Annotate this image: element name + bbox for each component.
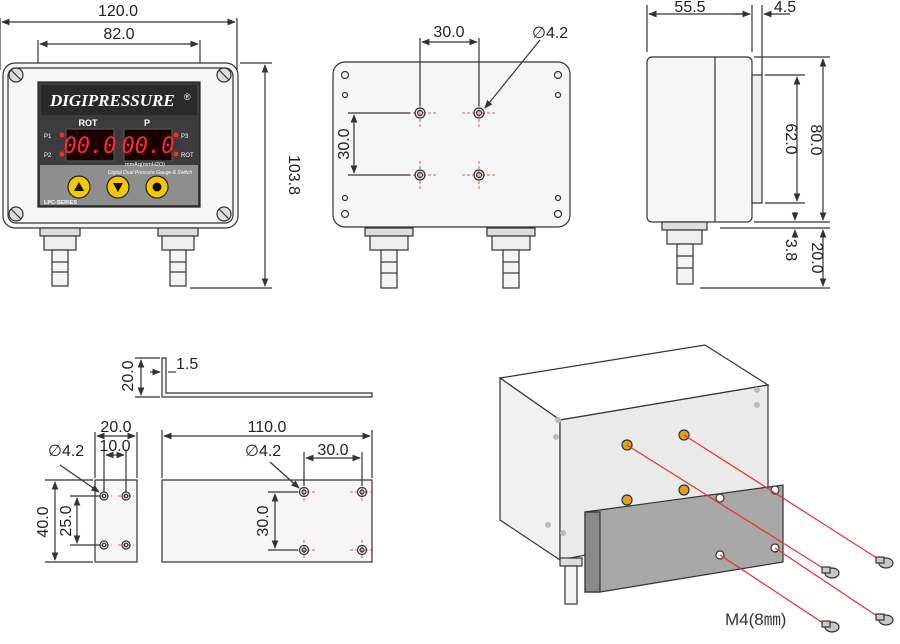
- back-hole-spacing-x: 30.0: [433, 24, 464, 41]
- side-bottom-gap-label: 3.8: [782, 239, 799, 261]
- back-view: [332, 38, 571, 289]
- display-left: 00.0: [64, 134, 117, 159]
- label-rot: ROT: [79, 118, 99, 128]
- large-hole-dia-label: ∅4.2: [245, 443, 281, 460]
- side-fitting-len-label: 20.0: [808, 242, 825, 273]
- screw-spec-label: M4(8㎜): [725, 610, 786, 629]
- brand-name: DIGIPRESSURE: [49, 91, 175, 110]
- side-flange-label: 4.5: [774, 0, 796, 16]
- back-hole-spacing-y: 30.0: [336, 128, 353, 159]
- subtitle-text: Digital Dual Pressure Gauge & Switch: [108, 170, 192, 176]
- back-hole-dia: ∅4.2: [532, 25, 568, 42]
- bracket-small: [45, 432, 138, 563]
- display-right: 00.0: [122, 134, 175, 159]
- side-depth-label: 55.5: [674, 0, 705, 16]
- unit-text: mmAq(mmH2O): [125, 162, 165, 168]
- large-hole-spacing-x-label: 30.0: [317, 442, 348, 459]
- profile-thickness-label: 1.5: [176, 356, 198, 373]
- brand-mark: ®: [184, 92, 191, 102]
- large-hole-spacing-y-label: 30.0: [255, 505, 272, 536]
- small-hole-spacing-x-label: 10.0: [99, 438, 130, 455]
- bracket-large: [161, 430, 374, 563]
- small-width-label: 20.0: [100, 419, 131, 436]
- side-inner-height-label: 62.0: [782, 123, 799, 154]
- small-hole-spacing-y-label: 25.0: [58, 505, 75, 536]
- isometric-assembly: [498, 344, 894, 633]
- small-height-label: 40.0: [35, 506, 52, 537]
- profile-height-label: 20.0: [120, 360, 137, 391]
- label-p: P: [144, 118, 150, 128]
- front-height-label: 103.8: [285, 155, 302, 195]
- small-hole-dia-label: ∅4.2: [48, 443, 84, 460]
- label-p1: P1: [44, 134, 52, 140]
- label-p3: P3: [181, 134, 189, 140]
- front-panel-width-label: 82.0: [103, 26, 134, 43]
- label-rot-right: ROT: [181, 153, 194, 159]
- side-outer-height-label: 80.0: [807, 124, 824, 155]
- front-view: [0, 18, 272, 289]
- label-p2: P2: [44, 153, 52, 159]
- side-view: [646, 5, 830, 289]
- series-text: LPC-SERIES: [44, 200, 77, 206]
- large-width-label: 110.0: [248, 419, 287, 436]
- front-width-label: 120.0: [98, 3, 138, 20]
- bracket-profile: [135, 357, 373, 398]
